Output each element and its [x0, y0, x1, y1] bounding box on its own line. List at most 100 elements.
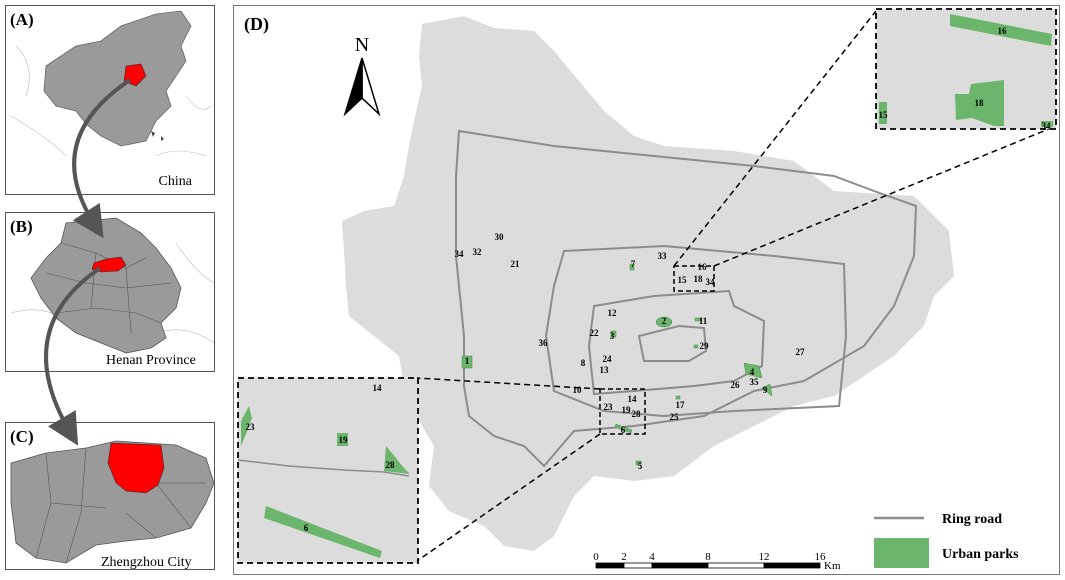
- north-arrow: N: [343, 34, 381, 117]
- zhengzhou-district-lines: [35, 447, 206, 564]
- zhengzhou-highlight: [91, 256, 127, 273]
- ring-road-3: [544, 244, 848, 418]
- park-label-34: 34: [455, 249, 465, 259]
- legend: Ring road Urban parks: [874, 512, 1019, 568]
- park-label-2: 2: [662, 316, 667, 326]
- scale-tick-label: 8: [705, 551, 711, 563]
- scale-bar: 0 2 4 8 12 16: [593, 551, 827, 569]
- panel-c-zhengzhou: (C) Zhengzhou City: [5, 422, 215, 570]
- park-9: [761, 383, 773, 397]
- park-label-27: 27: [796, 347, 806, 357]
- scale-tick-label: 16: [815, 551, 827, 563]
- park-2: [655, 316, 673, 328]
- park-label-21: 21: [511, 259, 521, 269]
- scale-segment: [707, 562, 765, 569]
- park-11: [694, 317, 703, 322]
- north-arrow-left-half: [343, 57, 363, 117]
- panel-c-letter: (C): [10, 427, 34, 446]
- park-label-29: 29: [700, 341, 710, 351]
- inset-north-label-34: 34: [1042, 121, 1052, 131]
- neighbour-borders: [10, 45, 212, 157]
- inset-south-label-19: 19: [339, 435, 349, 445]
- legend-urban-parks-label: Urban parks: [942, 547, 1019, 562]
- inset-north-label-18: 18: [975, 98, 985, 108]
- scale-unit: Km: [824, 560, 841, 572]
- park-label-1: 1: [465, 356, 470, 366]
- scale-segment: [595, 562, 625, 569]
- park-label-4: 4: [750, 367, 755, 377]
- panel-c-caption: Zhengzhou City: [101, 555, 192, 570]
- panel-a-letter: (A): [10, 10, 34, 29]
- connector-arrows: [44, 78, 132, 446]
- park-17: [675, 395, 681, 400]
- zoom-line-south-2: [416, 433, 601, 562]
- inset-south-label-28: 28: [386, 460, 396, 470]
- zoom-line-north-1: [673, 10, 877, 267]
- arrow-henan-to-zhengzhou: [44, 266, 102, 446]
- inset-park-18: [955, 80, 1004, 126]
- inset-south-label-14: 14: [373, 383, 383, 393]
- park-label-17: 17: [676, 400, 686, 410]
- zoom-line-north-2: [713, 125, 1057, 267]
- inset-park-16: [950, 14, 1052, 46]
- scale-tick-label: 0: [593, 551, 599, 563]
- zoom-box-north: [673, 265, 715, 292]
- panel-a-caption: China: [158, 174, 192, 189]
- park-label-24: 24: [603, 354, 613, 364]
- park-4: [743, 362, 763, 379]
- scale-tick-label: 4: [649, 551, 655, 563]
- park-label-13: 13: [600, 365, 610, 375]
- inset-north-label-16: 16: [998, 26, 1008, 36]
- park-label-5: 5: [638, 461, 643, 471]
- inset-south-label-6: 6: [304, 523, 309, 533]
- henan-map: [10, 217, 214, 354]
- inset-park-15: [879, 102, 887, 124]
- panel-a-china: (A) China: [5, 5, 215, 195]
- zoom-line-south-1: [416, 377, 601, 390]
- park-label-11: 11: [699, 316, 708, 326]
- park-label-9: 9: [763, 385, 768, 395]
- park-5: [635, 460, 642, 466]
- panel-b-letter: (B): [10, 217, 33, 236]
- park-label-7: 7: [631, 259, 636, 269]
- park-label-26: 26: [731, 380, 741, 390]
- park-label-36: 36: [539, 338, 549, 348]
- legend-ring-road-label: Ring road: [942, 512, 1002, 527]
- legend-urban-parks-swatch: [874, 538, 929, 568]
- park-label-14: 14: [628, 394, 638, 404]
- scale-tick-label: 12: [759, 551, 770, 563]
- urban-area-highlight: [107, 442, 165, 494]
- inset-park-23: [241, 406, 252, 446]
- panel-b-henan: (B) Henan Province: [5, 212, 215, 372]
- panel-b-caption: Henan Province: [106, 353, 196, 368]
- ring-road-4: [455, 129, 918, 468]
- park-label-16: 16: [698, 262, 708, 272]
- scale-segment: [651, 562, 709, 569]
- park-label-3: 3: [610, 331, 615, 341]
- inset-north-label-15: 15: [879, 110, 889, 120]
- ring-road-1: [637, 324, 708, 362]
- park-label-34: 34: [706, 277, 716, 287]
- park-label-12: 12: [608, 308, 618, 318]
- inset-park-34: [1041, 121, 1053, 127]
- arrow-china-to-henan: [72, 78, 132, 239]
- park-label-8: 8: [581, 358, 586, 368]
- scale-segment: [763, 562, 821, 569]
- inset-north-labels: 16 18 15 34: [879, 26, 1052, 131]
- park-7: [629, 263, 635, 271]
- china-shape: [43, 10, 192, 147]
- park-label-10: 10: [573, 385, 583, 395]
- city-boundary: [342, 16, 954, 551]
- park-label-28: 28: [632, 409, 642, 419]
- north-arrow-right-half: [361, 57, 381, 117]
- scale-tick-label: 2: [621, 551, 627, 563]
- inset-park-19: [337, 433, 348, 446]
- inset-north: 16 18 15 34: [875, 8, 1057, 131]
- park-label-25: 25: [670, 412, 680, 422]
- park-1: [461, 355, 473, 369]
- panel-d-letter: (D): [244, 14, 269, 34]
